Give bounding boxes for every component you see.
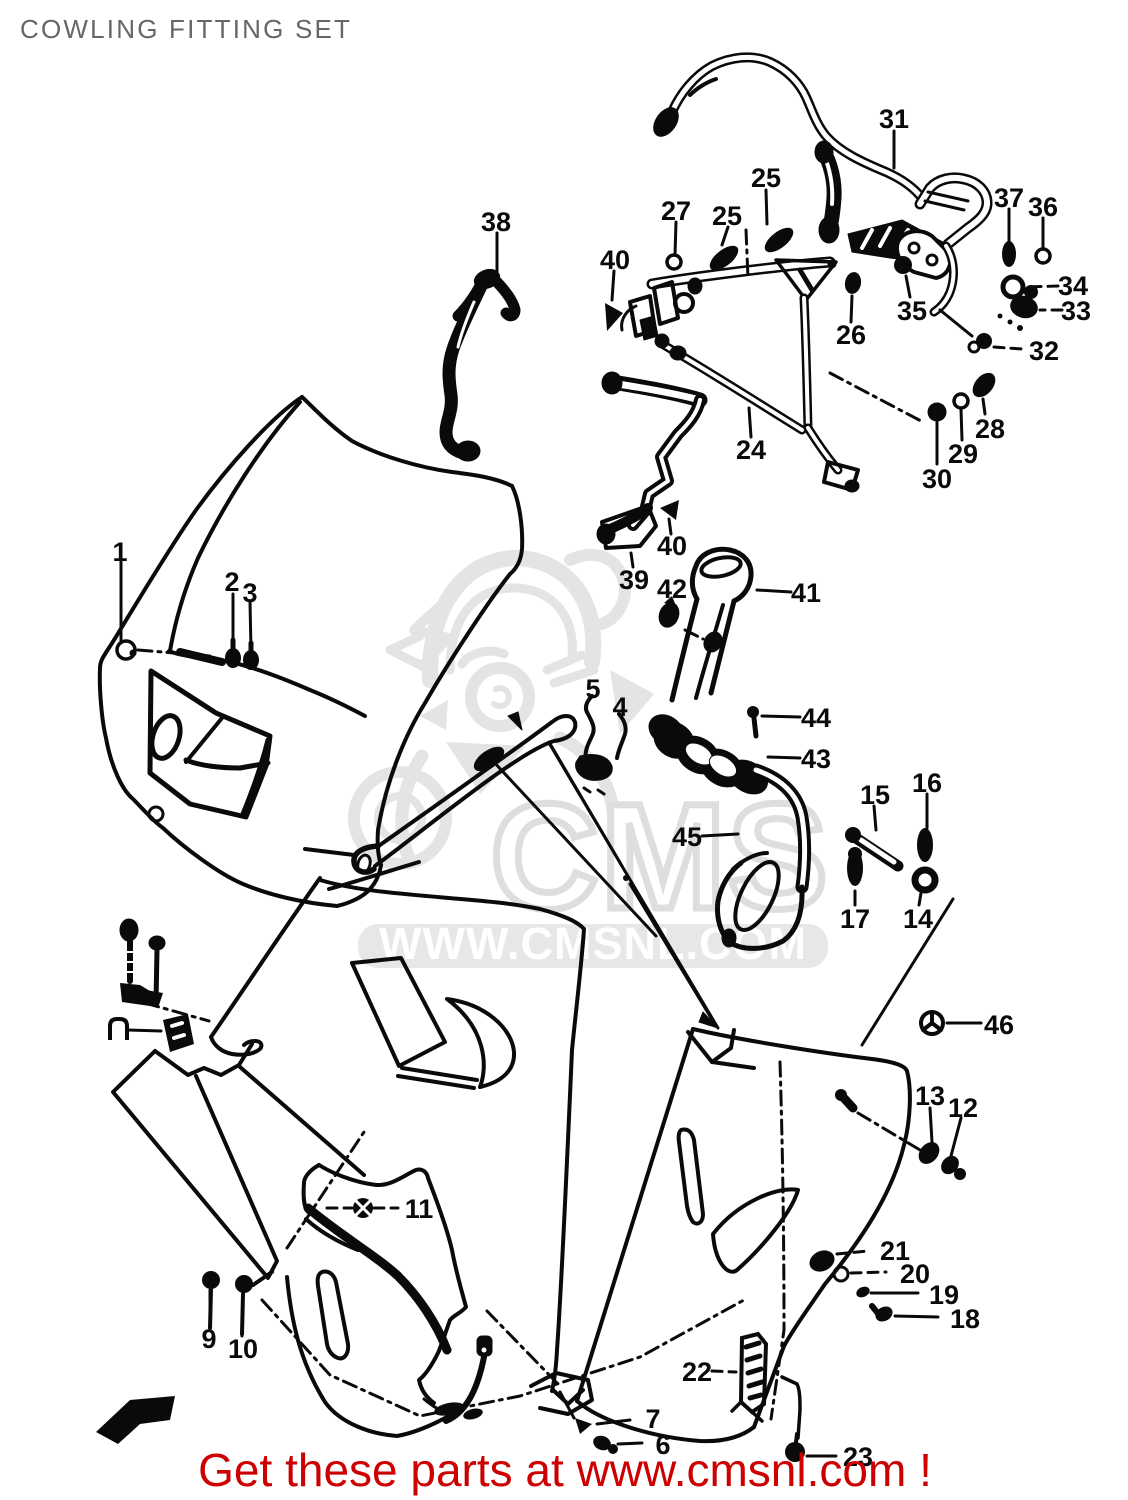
svg-text:24: 24 (736, 435, 766, 465)
svg-text:4: 4 (612, 692, 627, 722)
svg-text:7: 7 (645, 1404, 660, 1434)
svg-text:10: 10 (228, 1334, 258, 1364)
svg-text:31: 31 (879, 104, 909, 134)
svg-text:32: 32 (1029, 336, 1059, 366)
svg-text:11: 11 (405, 1194, 434, 1224)
svg-text:38: 38 (481, 207, 511, 237)
svg-text:WWW.CMSNL.COM: WWW.CMSNL.COM (379, 918, 807, 969)
svg-text:29: 29 (948, 439, 978, 469)
svg-text:17: 17 (840, 904, 870, 934)
svg-text:27: 27 (661, 196, 691, 226)
svg-text:40: 40 (600, 245, 630, 275)
svg-text:1: 1 (112, 537, 127, 567)
svg-text:13: 13 (915, 1081, 945, 1111)
svg-text:45: 45 (672, 822, 702, 852)
svg-text:CMS: CMS (490, 772, 829, 940)
svg-text:19: 19 (929, 1280, 959, 1310)
svg-text:42: 42 (657, 574, 687, 604)
svg-text:39: 39 (619, 565, 649, 595)
svg-text:16: 16 (912, 768, 942, 798)
svg-text:COWLING FITTING SET: COWLING FITTING SET (20, 14, 352, 44)
svg-text:23: 23 (843, 1442, 873, 1472)
svg-text:25: 25 (712, 201, 742, 231)
svg-text:3: 3 (242, 578, 257, 608)
svg-text:43: 43 (801, 744, 831, 774)
svg-text:12: 12 (948, 1093, 978, 1123)
svg-text:37: 37 (994, 183, 1024, 213)
svg-text:2: 2 (224, 567, 239, 597)
svg-text:25: 25 (751, 163, 781, 193)
svg-text:26: 26 (836, 320, 866, 350)
svg-text:22: 22 (682, 1357, 712, 1387)
svg-text:15: 15 (860, 780, 890, 810)
svg-text:20: 20 (900, 1259, 930, 1289)
svg-text:14: 14 (903, 904, 933, 934)
svg-text:28: 28 (975, 414, 1005, 444)
svg-text:30: 30 (922, 464, 952, 494)
svg-text:40: 40 (657, 531, 687, 561)
svg-text:46: 46 (984, 1010, 1014, 1040)
svg-text:36: 36 (1028, 192, 1058, 222)
svg-text:35: 35 (897, 296, 927, 326)
svg-text:41: 41 (791, 578, 821, 608)
svg-text:6: 6 (655, 1430, 670, 1460)
svg-text:34: 34 (1058, 271, 1088, 301)
svg-text:Get these parts at www.cmsnl.c: Get these parts at www.cmsnl.com ! (198, 1444, 932, 1496)
svg-text:9: 9 (201, 1324, 216, 1354)
svg-text:21: 21 (880, 1236, 910, 1266)
svg-text:33: 33 (1061, 296, 1091, 326)
svg-text:18: 18 (950, 1304, 980, 1334)
svg-text:44: 44 (801, 703, 831, 733)
svg-text:5: 5 (585, 674, 600, 704)
